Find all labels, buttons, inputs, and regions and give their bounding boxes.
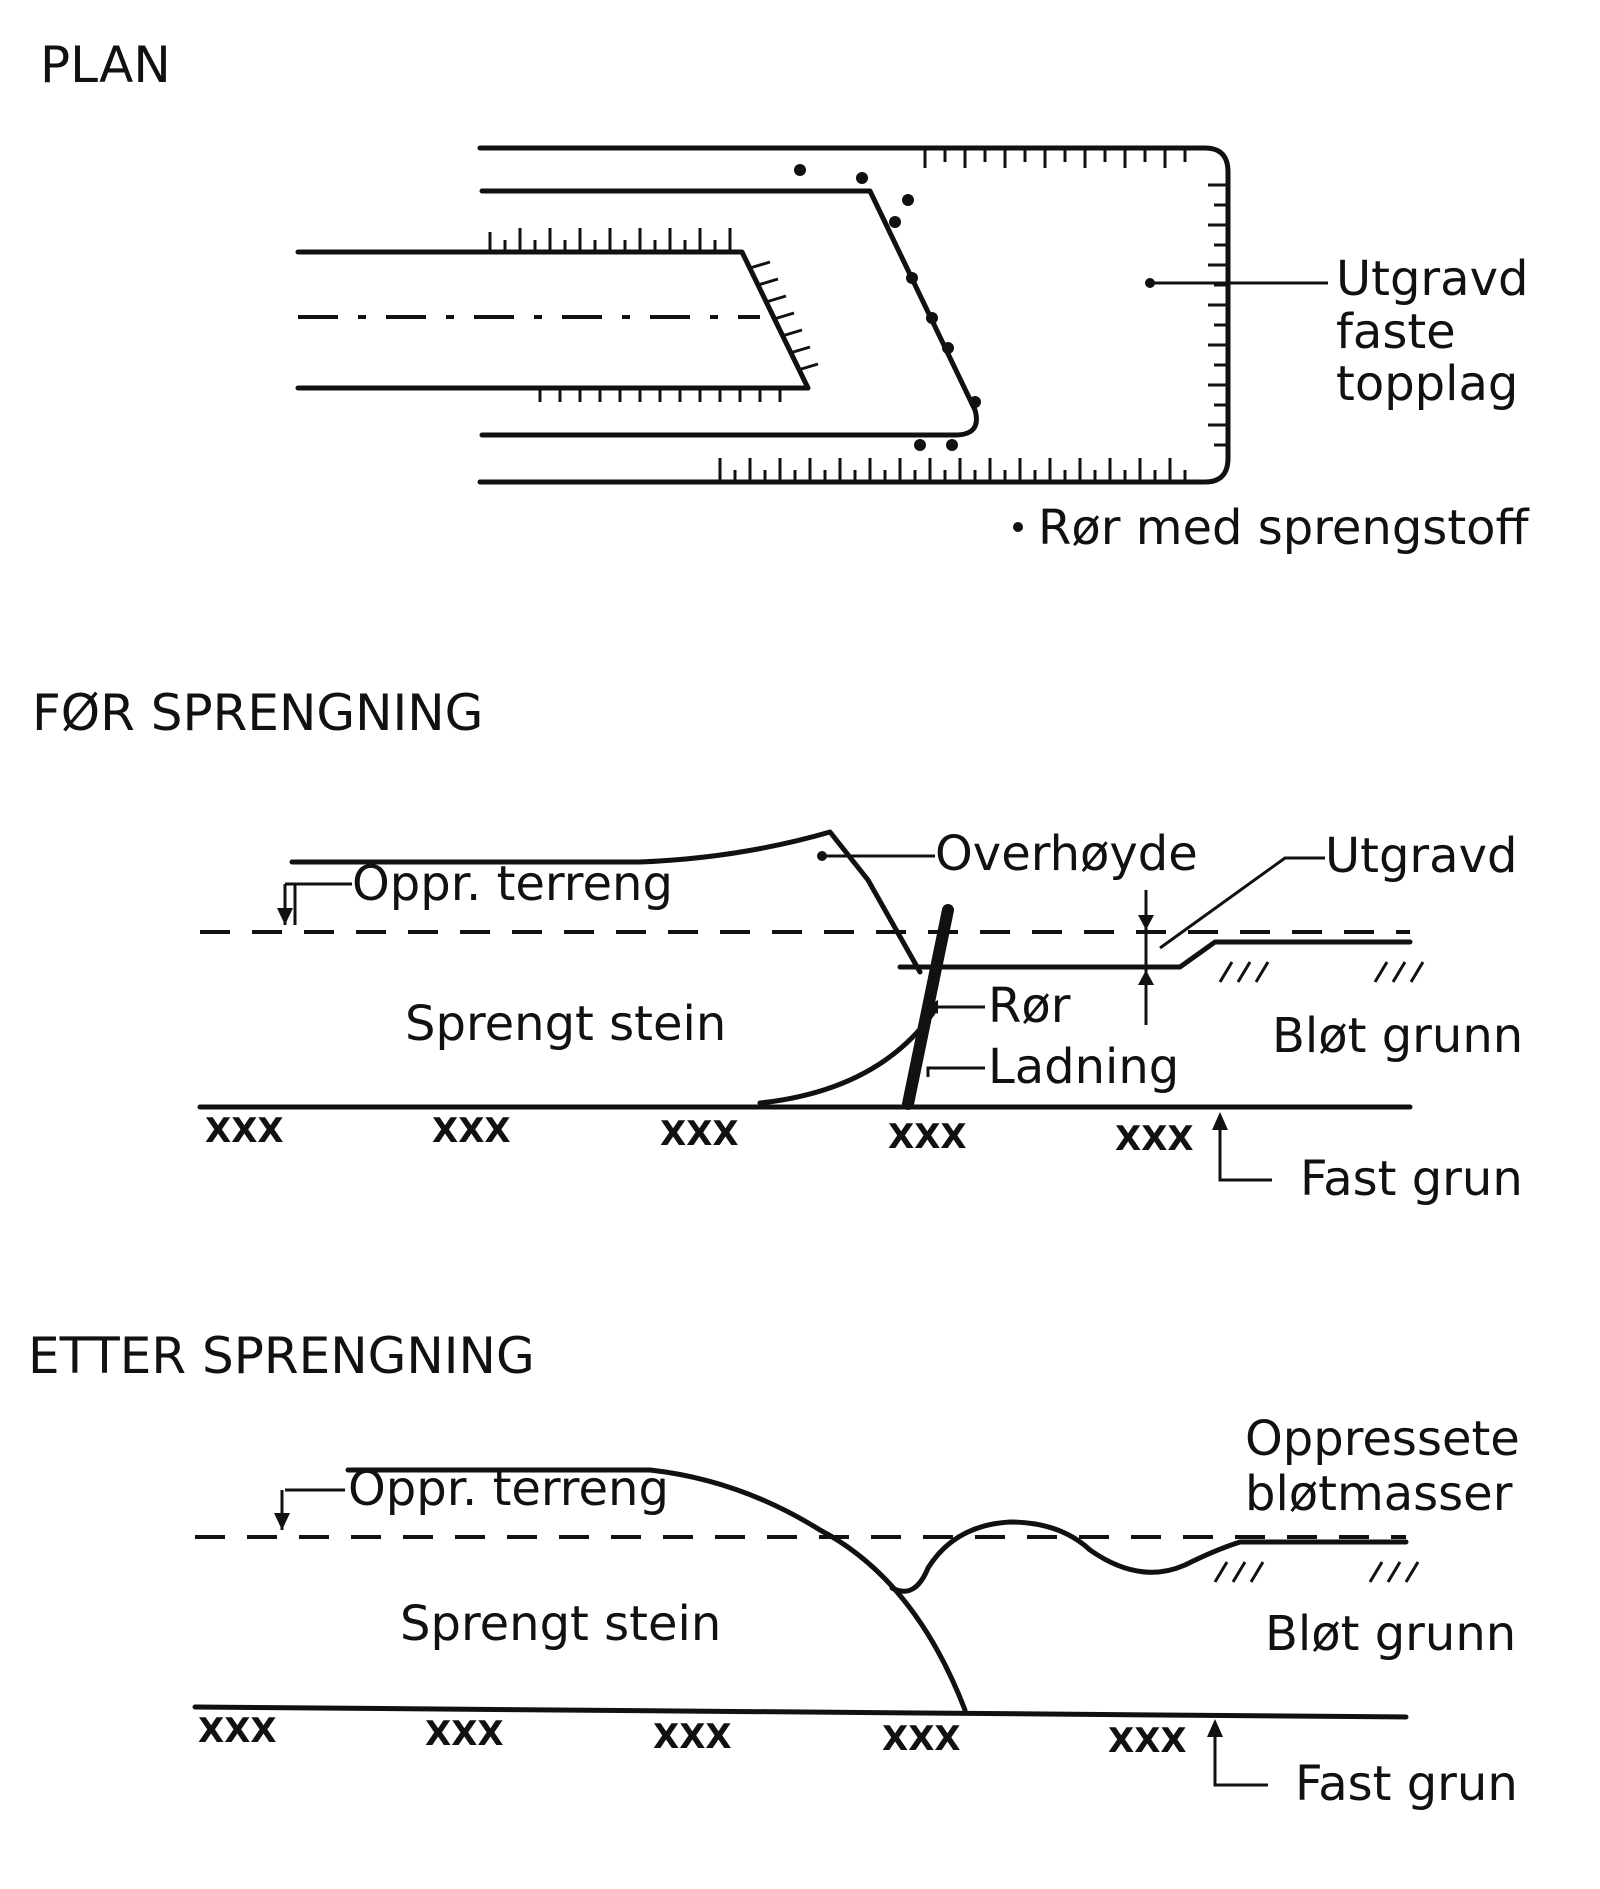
plan-hatch-outer-right bbox=[1208, 183, 1228, 447]
plan-hatch-inner-slope bbox=[749, 260, 819, 372]
after-terrain-label: Oppr. terreng bbox=[348, 1461, 669, 1517]
svg-text:XXX: XXX bbox=[660, 1114, 739, 1154]
before-charge-label: Ladning bbox=[988, 1039, 1179, 1095]
plan-pipe-line bbox=[479, 188, 979, 438]
before-rock-top bbox=[289, 829, 923, 975]
plan-outer-excavation bbox=[477, 145, 1231, 485]
plan-legend-dot bbox=[1013, 522, 1023, 532]
before-terrain-leader bbox=[285, 882, 352, 925]
plan-legend-pipe: Rør med sprengstoff bbox=[1038, 500, 1530, 556]
svg-text:XXX: XXX bbox=[1115, 1119, 1194, 1159]
after-rock-outline bbox=[345, 1467, 968, 1713]
after-rock-label: Sprengt stein bbox=[400, 1596, 721, 1652]
svg-text:XXX: XXX bbox=[205, 1111, 284, 1151]
before-section: FØR SPRENGNING Overhøyde Utgravd bbox=[32, 684, 1523, 1207]
after-firm-ground-line bbox=[192, 1704, 1409, 1720]
before-soft-hatch bbox=[1218, 961, 1425, 983]
after-pressed-label: Oppressete bløtmasser bbox=[1245, 1411, 1535, 1522]
plan-hatch-outer-bottom bbox=[718, 458, 1187, 482]
after-firm-leader bbox=[1213, 1722, 1268, 1787]
before-title: FØR SPRENGNING bbox=[32, 684, 483, 742]
plan-section: PLAN bbox=[40, 36, 1544, 556]
before-charge-leader bbox=[926, 1066, 985, 1077]
svg-text:XXX: XXX bbox=[425, 1714, 504, 1754]
before-firm-leader bbox=[1218, 1115, 1272, 1182]
plan-inner-road bbox=[295, 249, 811, 391]
svg-text:XXX: XXX bbox=[653, 1717, 732, 1757]
plan-title: PLAN bbox=[40, 36, 171, 94]
before-rock-marks: XXX XXX XXX XXX XXX bbox=[205, 1111, 1194, 1159]
after-soft-label: Bløt grunn bbox=[1265, 1606, 1516, 1662]
plan-hatch-inner-bottom bbox=[538, 388, 782, 402]
after-title: ETTER SPRENGNING bbox=[28, 1327, 535, 1385]
after-firm-label: Fast grun bbox=[1295, 1756, 1518, 1812]
before-terrain-label: Oppr. terreng bbox=[352, 856, 673, 912]
before-rock-label: Sprengt stein bbox=[405, 996, 726, 1052]
svg-text:XXX: XXX bbox=[432, 1111, 511, 1151]
before-pipe-label: Rør bbox=[988, 978, 1071, 1034]
after-section: ETTER SPRENGNING Oppr. terreng Sprengt s… bbox=[28, 1327, 1535, 1812]
before-firm-label: Fast grun bbox=[1300, 1151, 1523, 1207]
after-rock-marks: XXX XXX XXX XXX XXX bbox=[198, 1711, 1187, 1761]
before-excavated-surface bbox=[897, 939, 1413, 970]
before-excess-label: Overhøyde bbox=[935, 826, 1198, 882]
before-soft-label: Bløt grunn bbox=[1272, 1008, 1523, 1064]
before-excavated-leader bbox=[1159, 856, 1325, 950]
before-excavated-label: Utgravd bbox=[1325, 828, 1517, 884]
svg-text:XXX: XXX bbox=[198, 1711, 277, 1751]
plan-hatch-inner-top bbox=[488, 228, 732, 252]
svg-text:XXX: XXX bbox=[882, 1719, 961, 1759]
plan-pipe-dots bbox=[794, 164, 981, 451]
svg-text:XXX: XXX bbox=[1108, 1721, 1187, 1761]
after-heaved-soil bbox=[889, 1519, 1409, 1594]
after-soft-hatch bbox=[1213, 1561, 1420, 1583]
plan-hatch-outer-top bbox=[923, 148, 1187, 168]
plan-excavated-label: Utgravd faste topplag bbox=[1336, 251, 1544, 412]
svg-text:XXX: XXX bbox=[888, 1117, 967, 1157]
